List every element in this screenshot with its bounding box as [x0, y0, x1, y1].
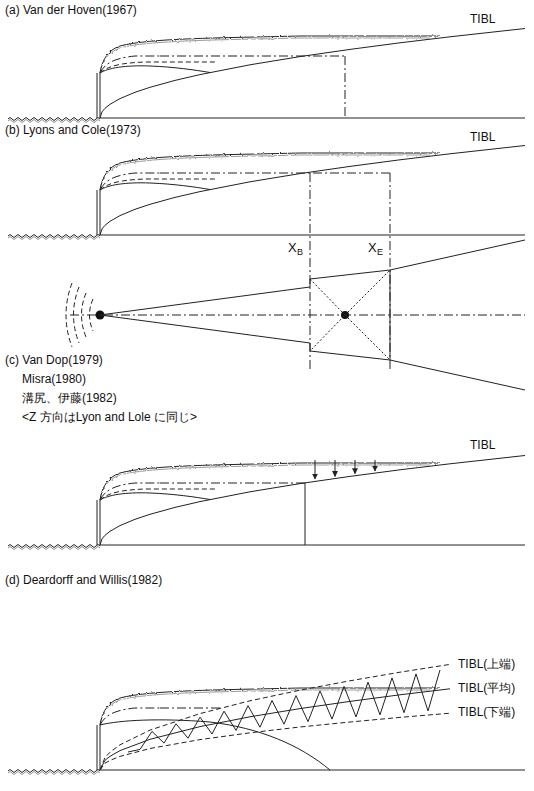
reference-label: Misra(1980)	[22, 372, 86, 386]
note: <Z 方向はLyon and Lole に同じ>	[22, 410, 197, 424]
subscript: E	[377, 247, 383, 258]
boundary-label: TIBL(平均)	[458, 681, 515, 695]
boundary-label: TIBL	[470, 12, 495, 26]
panel-d-sketch	[8, 664, 525, 774]
distance-label: X	[288, 240, 297, 256]
boundary-label: TIBL(上端)	[458, 657, 515, 671]
boundary-label: TIBL	[470, 130, 495, 144]
boundary-label: TIBL	[470, 438, 495, 452]
panel-b-sketch	[8, 146, 525, 373]
distance-label: X	[368, 240, 377, 256]
panel-title: (b) Lyons and Cole(1973)	[5, 123, 141, 137]
plan-view	[66, 240, 525, 390]
panel-c-sketch	[8, 456, 525, 550]
panel-title: (a) Van der Hoven(1967)	[5, 3, 137, 17]
subscript: B	[297, 247, 303, 258]
boundary-label: TIBL(下端)	[458, 705, 515, 719]
panel-a-sketch	[8, 29, 525, 123]
panel-title: (d) Deardorff and Willis(1982)	[5, 573, 162, 587]
panel-title: (c) Van Dop(1979)	[5, 353, 103, 367]
reference-label: 溝尻、伊藤(1982)	[22, 391, 117, 405]
